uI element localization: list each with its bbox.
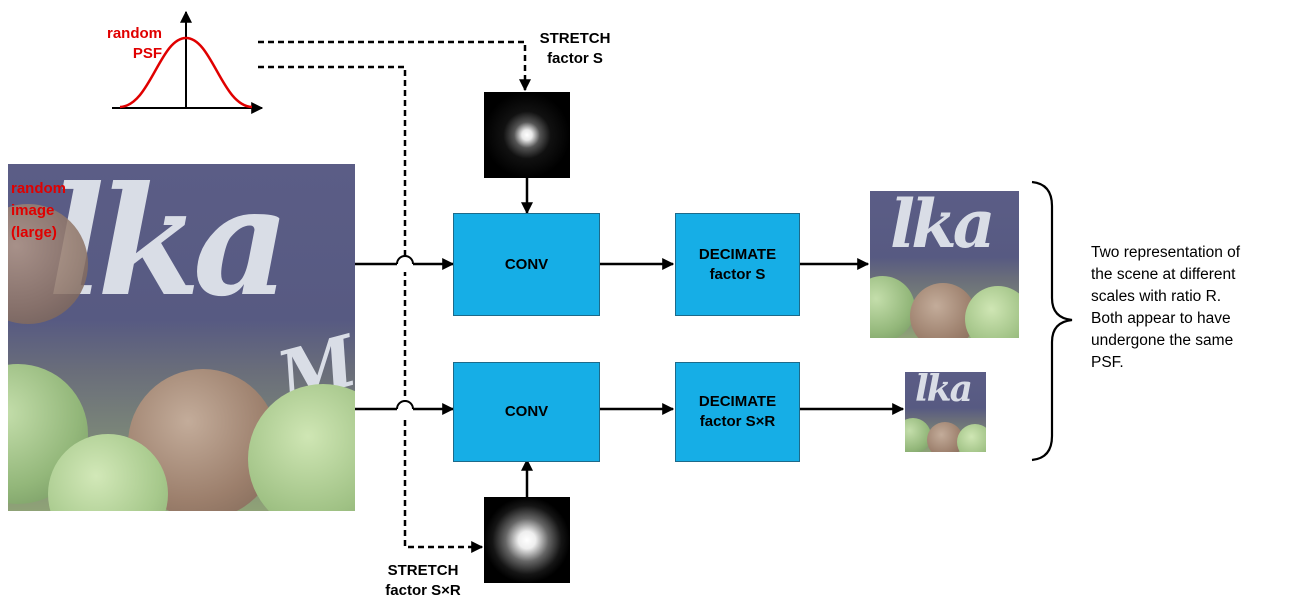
kernel-large — [484, 497, 570, 583]
psf-plot — [112, 10, 264, 114]
psf-route-bottom — [258, 65, 484, 553]
output-image-bottom: lka — [905, 372, 986, 452]
input-image: lka Mi — [8, 164, 355, 511]
decimate-box-bottom: DECIMATE factor S×R — [675, 362, 800, 462]
stretch-top-label: STRETCH factor S — [539, 30, 611, 67]
explanation-note: Two representation of the scene at diffe… — [1091, 244, 1241, 371]
decimate-box-top: DECIMATE factor S — [675, 213, 800, 316]
conv-box-top: CONV — [453, 213, 600, 316]
psf-label: random PSF — [106, 25, 162, 62]
kernel-small — [484, 92, 570, 178]
hop-over-top — [396, 255, 414, 265]
output-image-top: lka — [870, 191, 1019, 338]
input-image-label: random image (large) — [11, 180, 67, 241]
conv-box-bottom: CONV — [453, 362, 600, 462]
stretch-bottom-label: STRETCH factor S×R — [385, 562, 461, 599]
hop-over-bottom — [396, 400, 414, 410]
right-brace — [1031, 180, 1073, 462]
psf-gaussian-curve — [119, 36, 253, 109]
